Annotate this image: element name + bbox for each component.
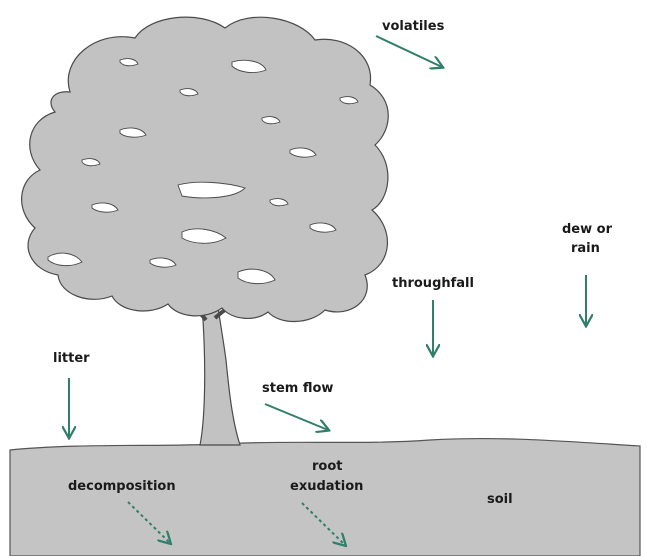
- label-volatiles: volatiles: [382, 19, 445, 34]
- label-stem-flow: stem flow: [262, 381, 333, 396]
- label-litter: litter: [53, 351, 90, 366]
- label-root-exudation-line2: exudation: [290, 479, 363, 494]
- label-decomposition: decomposition: [68, 479, 176, 494]
- label-throughfall: throughfall: [392, 276, 474, 291]
- arrow-decomposition: [127, 501, 170, 543]
- arrow-volatiles: [375, 35, 442, 67]
- canopy-gaps: [47, 58, 359, 285]
- tree-canopy: [21, 16, 389, 323]
- label-dew-or-rain-line1: dew or: [562, 222, 613, 237]
- label-root-exudation-line1: root: [312, 459, 343, 474]
- label-soil: soil: [487, 492, 513, 507]
- arrow-stem-flow: [264, 403, 328, 430]
- label-dew-or-rain-line2: rain: [571, 241, 600, 256]
- soil-ground: [9, 437, 641, 556]
- arrow-root-exudation: [301, 502, 345, 545]
